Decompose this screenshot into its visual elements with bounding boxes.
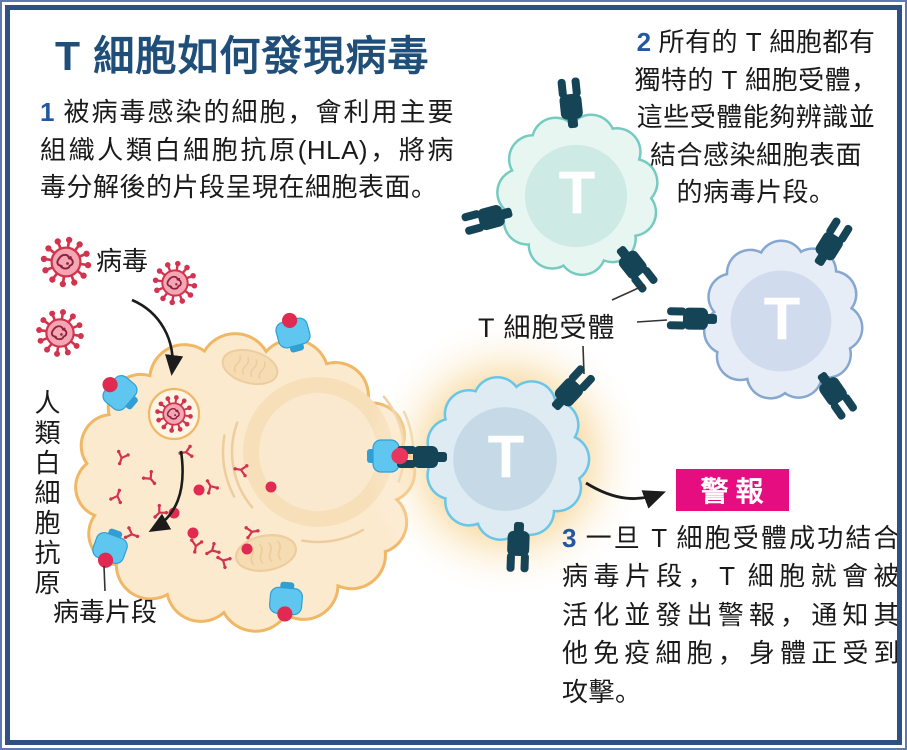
virus-icon	[152, 260, 198, 306]
step3-number: 3	[562, 523, 577, 553]
page-title: T 細胞如何發現病毒	[55, 33, 430, 79]
text-line: 組織人類白細胞抗原(HLA)，將病	[40, 132, 454, 170]
virus-fragment-dot	[187, 527, 199, 539]
t-cell-letter-blue: T	[763, 285, 801, 353]
text-line: 獨特的 T 細胞受體，	[606, 62, 906, 100]
virus-fragment-piece	[123, 526, 140, 540]
step2-line2: 獨特的 T 細胞受體，	[634, 64, 878, 95]
virus-fragment-dot	[193, 484, 205, 496]
hla-molecule-icon	[92, 528, 128, 568]
virus-fragment-piece	[141, 470, 157, 486]
text-line: 這些受體能夠辨識並	[606, 99, 906, 137]
step1-line2: 組織人類白細胞抗原(HLA)，將病	[40, 134, 454, 165]
t-cell-receptor-icon	[817, 372, 858, 420]
alert-badge: 警報	[676, 469, 789, 511]
t-cell-activated	[426, 376, 591, 541]
virus-fragment-piece	[190, 538, 204, 554]
endoplasmic-reticulum-arc	[301, 528, 365, 544]
t-cell-teal	[496, 113, 659, 277]
virus-icon	[40, 236, 92, 288]
virus-fragment-piece	[244, 526, 260, 540]
t-cell-receptor-icon	[506, 521, 530, 573]
virus-fragment-piece	[109, 488, 123, 505]
step1-line1: 被病毒感染的細胞，會利用主要	[61, 97, 454, 127]
endoplasmic-reticulum-arc	[221, 434, 236, 498]
step2-number: 2	[636, 27, 652, 57]
t-cell-letter-teal: T	[558, 159, 596, 227]
text-line: 的病毒片段。	[606, 174, 906, 212]
virus-fragment-dot	[265, 481, 277, 493]
text-line: 結合感染細胞表面	[606, 137, 906, 175]
step3-line4: 他免疫細胞，身體正受到	[562, 638, 900, 669]
t-cell-receptor-icon	[557, 77, 583, 129]
infected-cell	[74, 332, 417, 633]
alert-badge-text: 警報	[700, 476, 771, 507]
virus-fragment-dot	[241, 543, 253, 555]
arrow-fragments-to-membrane	[148, 450, 184, 532]
nucleus	[243, 377, 393, 527]
virus-fragment-piece	[205, 479, 220, 495]
virus-fragment-piece	[216, 555, 232, 570]
endoplasmic-reticulum-arc	[230, 421, 254, 509]
t-cell-receptor-label: T 細胞受體	[478, 313, 616, 343]
step1-number: 1	[40, 97, 55, 127]
virus-label: 病毒	[96, 246, 149, 276]
virus-icon	[155, 395, 193, 433]
text-line: 活化並發出警報，通知其	[562, 596, 900, 634]
step1-line3: 毒分解後的片段呈現在細胞表面。	[40, 172, 438, 202]
t-cell-receptor-icon	[814, 217, 853, 266]
virus-fragment-piece	[205, 541, 221, 556]
free-viruses	[36, 236, 198, 357]
virus-fragment-piece	[233, 464, 249, 478]
label-pointer-line	[582, 345, 585, 375]
text-line: 病毒片段，T 細胞就會被	[562, 557, 900, 595]
hla-molecule-icon	[102, 375, 138, 411]
t-cell-receptor-icon	[461, 205, 513, 235]
virus-icon	[36, 309, 84, 357]
hla-molecule-icon	[268, 581, 304, 622]
label-pointer-line	[103, 565, 106, 592]
step3-line1: 一旦 T 細胞受體成功結合	[583, 523, 900, 553]
text-line: 毒分解後的片段呈現在細胞表面。	[40, 169, 454, 207]
virus-fragment-label: 病毒片段	[53, 597, 158, 627]
hla-molecule-icon	[275, 312, 311, 353]
mitochondrion-icon	[221, 348, 279, 386]
bound-virus-fragment-dot	[391, 447, 409, 465]
text-line: 他免疫細胞，身體正受到	[562, 634, 900, 672]
t-cell-letter-activated: T	[487, 423, 525, 491]
step3-line2: 病毒片段，T 細胞就會被	[562, 561, 900, 592]
t-cell-blue	[702, 239, 864, 400]
virus-fragment-dot	[168, 507, 180, 519]
t-cell-receptor-icon	[616, 245, 658, 293]
step3-line5: 攻擊。	[562, 676, 642, 707]
arrows	[131, 298, 184, 532]
step2-line1: 所有的 T 細胞都有	[658, 27, 876, 57]
step2-line3: 這些受體能夠辨識並	[636, 102, 876, 132]
virus-fragment-piece	[116, 449, 130, 466]
t-cell-receptor-icon	[551, 365, 595, 411]
mitochondrion-icon	[234, 534, 298, 572]
arrow-to-alert	[585, 481, 666, 509]
arrow-virus-entering-cell	[131, 298, 184, 376]
step2-line5: 的病毒片段。	[676, 177, 836, 207]
label-pointer-line	[611, 284, 646, 301]
step2-line4: 結合感染細胞表面	[649, 139, 862, 170]
label-pointer-line	[636, 319, 668, 323]
label-lines	[103, 284, 668, 592]
t-cell-receptor-icon	[666, 307, 718, 330]
hla-label-vertical: 人類白細胞抗原	[31, 389, 61, 599]
text-line: 攻擊。	[562, 673, 900, 711]
step3-line3: 活化並發出警報，通知其	[562, 599, 900, 630]
